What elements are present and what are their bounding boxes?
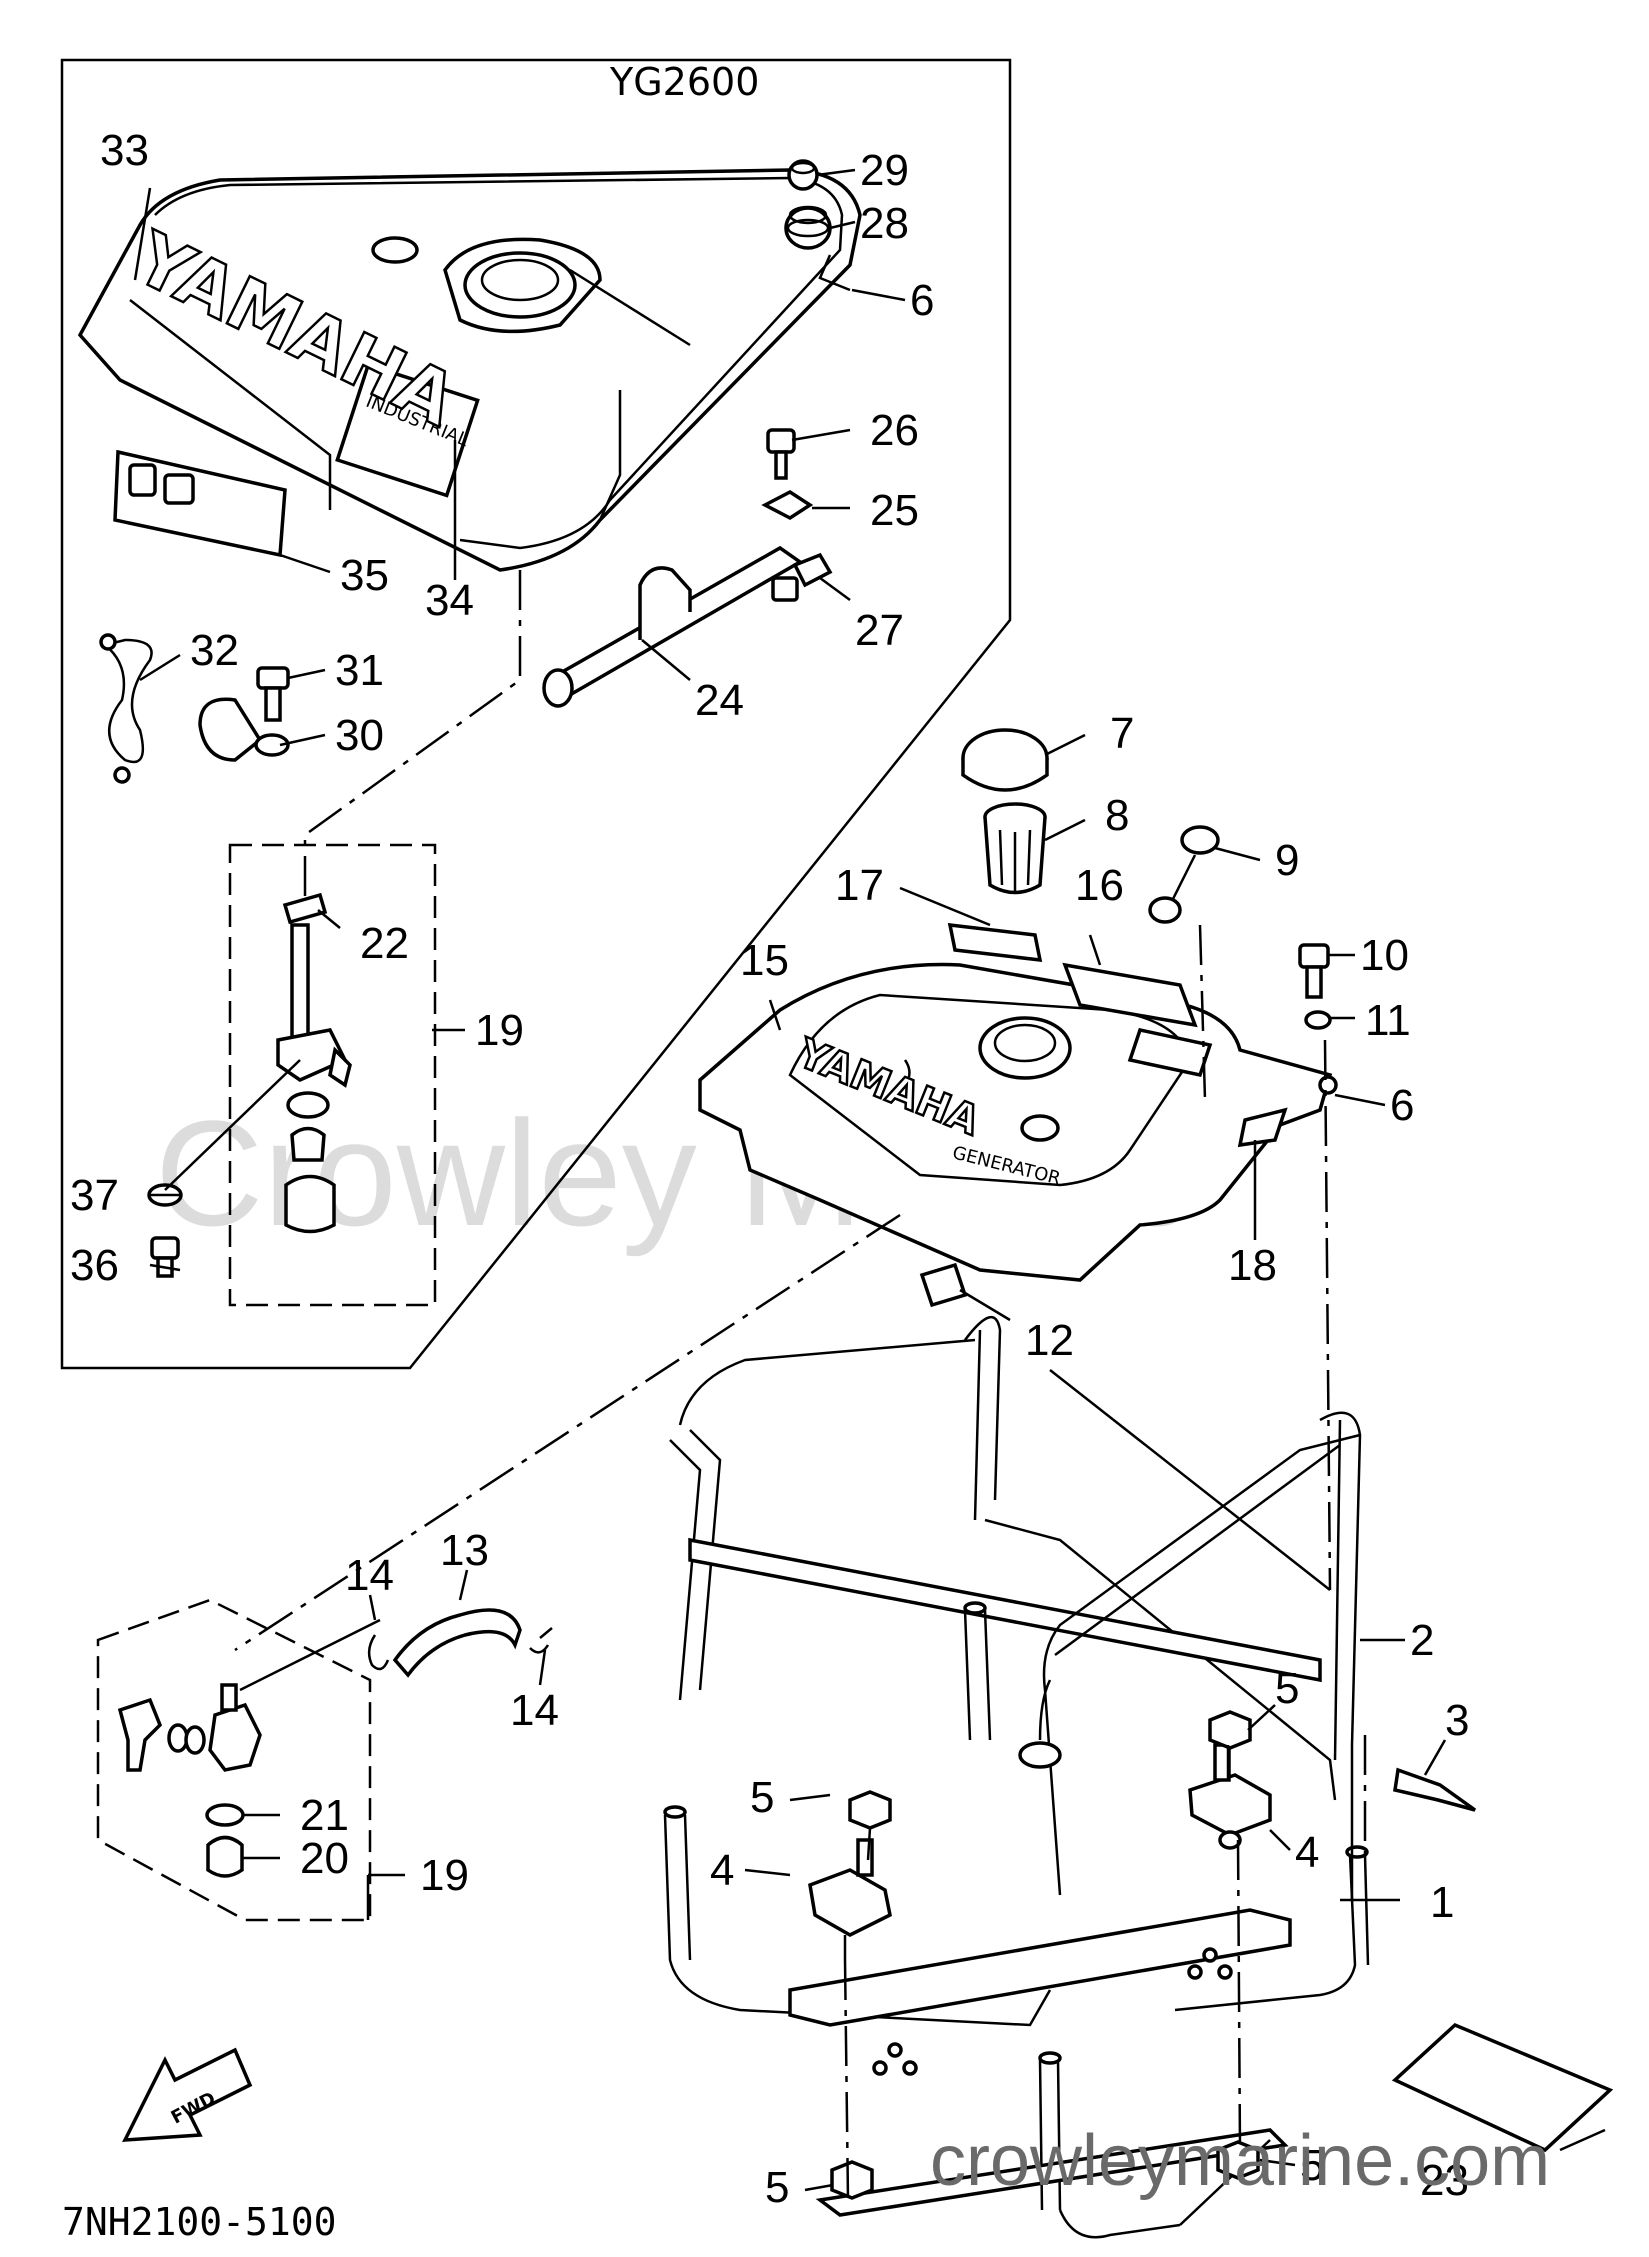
callout-18: 18 (1228, 1241, 1277, 1290)
fuel-cock-lower (117, 1683, 262, 1878)
handle-bar-24 (542, 545, 804, 708)
rubber-mount-4b (1188, 1743, 1272, 1850)
callout-34: 34 (425, 576, 474, 625)
callout-28: 28 (860, 199, 909, 248)
fwd-arrow-icon: FWD (122, 2047, 253, 2142)
strainer-8 (983, 802, 1047, 895)
callout-3: 3 (1445, 1696, 1469, 1745)
callout-6a: 6 (910, 276, 934, 325)
damper-12 (919, 1262, 968, 1308)
callout-2: 2 (1410, 1616, 1434, 1665)
callout-19a: 19 (475, 1006, 524, 1055)
nut-27 (771, 552, 833, 602)
callout-20: 20 (300, 1834, 349, 1883)
diagram-reference-code: 7NH2100-5100 (62, 2200, 337, 2244)
callout-14b: 14 (510, 1686, 559, 1735)
frame-1 (663, 1315, 1370, 2239)
callout-15: 15 (740, 936, 789, 985)
collar-29 (787, 159, 819, 191)
callout-5b: 5 (750, 1773, 774, 1822)
callout-1: 1 (1430, 1878, 1454, 1927)
fuel-tank-15: YAMAHA GENERATOR (698, 922, 1338, 1282)
hose-clip-14b (529, 1627, 553, 1654)
callout-6b: 6 (1390, 1081, 1414, 1130)
tank-cover-33: INDUSTRIAL YAMAHA (77, 168, 862, 572)
callout-5d: 5 (1300, 2141, 1324, 2190)
decal-35 (113, 449, 287, 558)
callout-24: 24 (695, 676, 744, 725)
inset-panel-border (60, 58, 1012, 1370)
washer-11 (1304, 1010, 1332, 1030)
callout-14a: 14 (345, 1551, 394, 1600)
clip-band-32 (102, 638, 153, 764)
callout-10: 10 (1360, 931, 1409, 980)
gasket-22 (282, 892, 328, 925)
bolt-26 (766, 428, 796, 480)
callout-25: 25 (870, 486, 919, 535)
site-url: crowleymarine.com (930, 2121, 1550, 2201)
callout-31: 31 (335, 646, 384, 695)
hose-clip-14a (367, 1634, 390, 1671)
fuel-hose-13 (392, 1608, 522, 1678)
fuel-cock-19 (276, 923, 352, 1234)
nut-5d (1216, 2140, 1260, 2180)
screw-31 (256, 666, 290, 722)
fuel-gauge-9 (1148, 825, 1220, 924)
rubber-mount-4a (808, 1838, 892, 1960)
callout-19b: 19 (420, 1851, 469, 1900)
callout-9: 9 (1275, 836, 1299, 885)
callout-23: 23 (1420, 2156, 1469, 2205)
callout-29: 29 (860, 146, 909, 195)
callout-36: 36 (70, 1241, 119, 1290)
callout-33: 33 (100, 126, 149, 175)
callout-5a: 5 (1275, 1664, 1299, 1713)
callout-35: 35 (340, 551, 389, 600)
callout-37: 37 (70, 1171, 119, 1220)
callout-8: 8 (1105, 791, 1129, 840)
callout-7: 7 (1110, 709, 1134, 758)
model-label: YG2600 (609, 60, 759, 104)
manual-23 (1391, 2022, 1614, 2153)
nut-5b (848, 1790, 892, 1830)
grommet-28 (784, 205, 832, 250)
clamp-30 (198, 697, 290, 762)
callout-21: 21 (300, 1791, 349, 1840)
callout-4b: 4 (1295, 1828, 1319, 1877)
callout-17: 17 (835, 861, 884, 910)
leader-lines (133, 168, 1606, 2192)
bolt-10 (1298, 943, 1330, 999)
callouts: 1 2 3 4 4 5 5 5 5 6 6 7 8 9 10 11 12 13 … (70, 126, 1469, 2212)
callout-26: 26 (870, 406, 919, 455)
nut-5c (830, 2160, 874, 2200)
screw-36 (150, 1236, 180, 1278)
callout-11: 11 (1365, 996, 1411, 1045)
hook-6a (818, 254, 851, 292)
callout-13: 13 (440, 1526, 489, 1575)
fuel-cap-7 (961, 728, 1049, 792)
callout-12: 12 (1025, 1316, 1074, 1365)
nut-5a (1208, 1710, 1252, 1750)
callout-5c: 5 (765, 2163, 789, 2212)
callout-22: 22 (360, 919, 409, 968)
callout-16: 16 (1075, 861, 1124, 910)
callout-30: 30 (335, 711, 384, 760)
fuel-cock-assembly-box (228, 843, 437, 1307)
callout-32: 32 (190, 626, 239, 675)
pin-3 (1393, 1767, 1477, 1812)
callout-4a: 4 (710, 1846, 734, 1895)
connector-lines (164, 570, 1367, 2201)
bracket-25 (761, 489, 814, 521)
callout-27: 27 (855, 606, 904, 655)
